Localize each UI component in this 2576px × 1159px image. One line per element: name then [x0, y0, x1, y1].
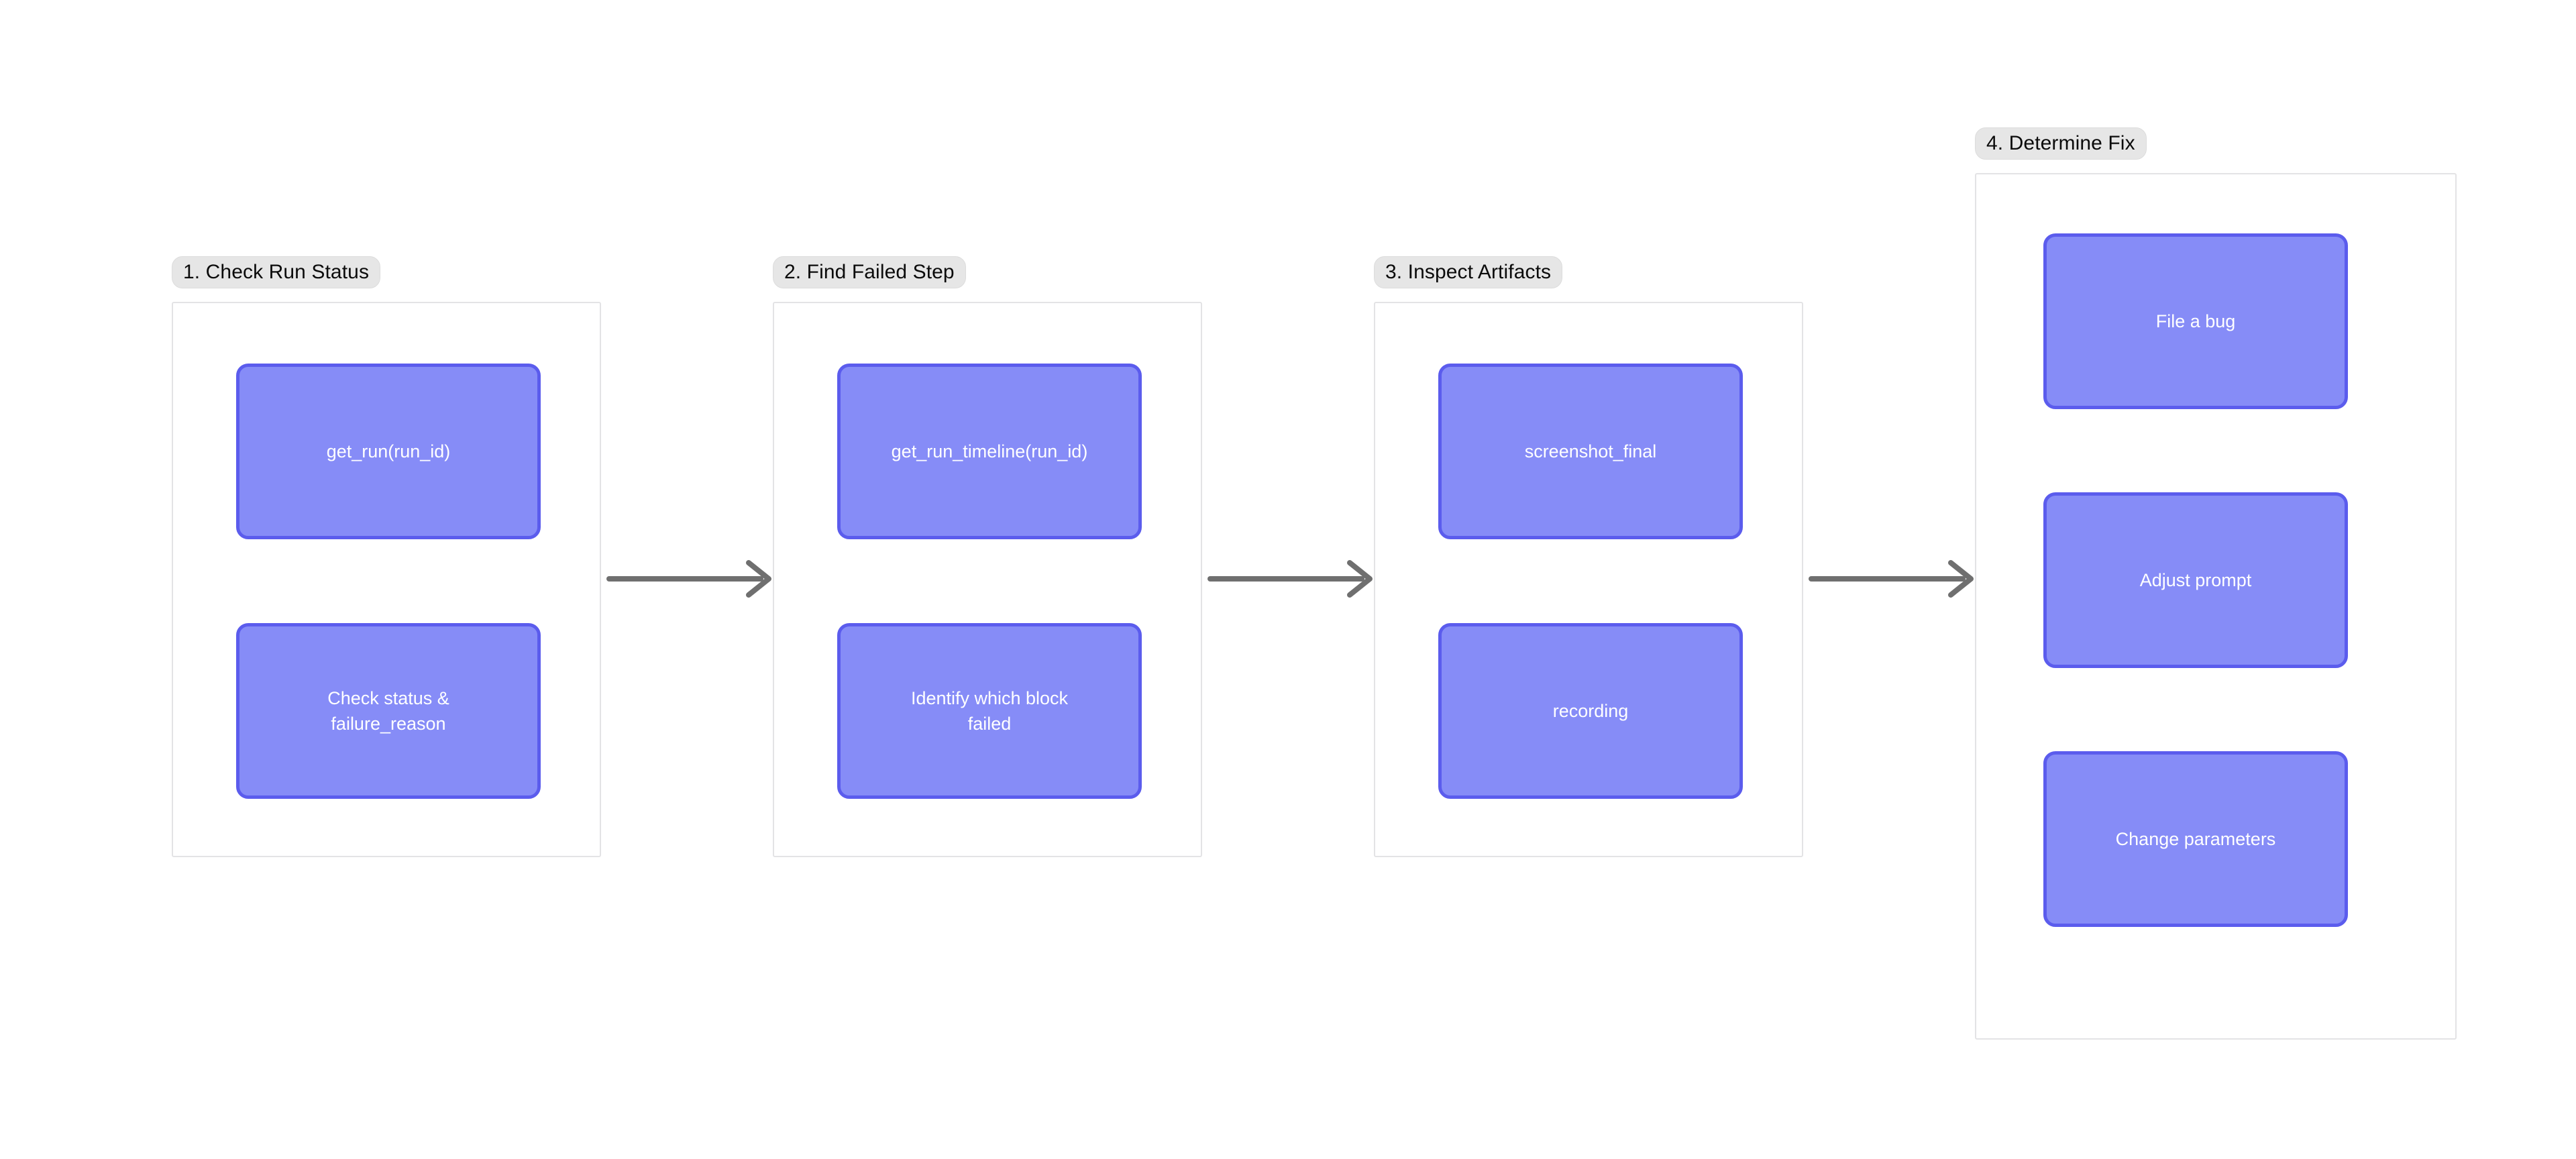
node-screenshot-final[interactable]: screenshot_final: [1438, 364, 1743, 539]
group-container-3: screenshot_final recording: [1374, 302, 1803, 857]
group-label-2-text: 2. Find Failed Step: [784, 261, 955, 283]
arrow-group3-to-group4: [1809, 559, 1975, 599]
node-check-status-label: Check status & failure_reason: [327, 687, 449, 734]
node-get-run-label: get_run(run_id): [326, 441, 451, 461]
group-label-1-text: 1. Check Run Status: [183, 261, 370, 283]
group-label-4: 4. Determine Fix: [1975, 127, 2147, 160]
node-identify-block-label: Identify which block failed: [910, 687, 1069, 734]
node-file-a-bug-label: File a bug: [2155, 311, 2236, 331]
group-label-3-text: 3. Inspect Artifacts: [1385, 261, 1552, 283]
node-get-run[interactable]: get_run(run_id): [236, 364, 541, 539]
group-container-2: get_run_timeline(run_id) Identify which …: [773, 302, 1202, 857]
group-container-4: File a bug Adjust prompt Change paramete…: [1975, 173, 2457, 1040]
node-change-parameters[interactable]: Change parameters: [2043, 751, 2348, 927]
node-adjust-prompt-label: Adjust prompt: [2139, 569, 2252, 590]
group-container-1: get_run(run_id) Check status & failure_r…: [172, 302, 601, 857]
node-recording-label: recording: [1552, 700, 1629, 721]
arrow-group2-to-group3: [1208, 559, 1374, 599]
arrow-group1-to-group2: [606, 559, 773, 599]
node-get-run-timeline[interactable]: get_run_timeline(run_id): [837, 364, 1142, 539]
node-adjust-prompt[interactable]: Adjust prompt: [2043, 492, 2348, 668]
group-label-1: 1. Check Run Status: [172, 256, 381, 288]
node-check-status[interactable]: Check status & failure_reason: [236, 623, 541, 799]
node-file-a-bug[interactable]: File a bug: [2043, 233, 2348, 409]
group-label-3: 3. Inspect Artifacts: [1374, 256, 1563, 288]
node-change-parameters-label: Change parameters: [2115, 828, 2276, 849]
node-screenshot-final-label: screenshot_final: [1524, 441, 1657, 461]
node-recording[interactable]: recording: [1438, 623, 1743, 799]
node-get-run-timeline-label: get_run_timeline(run_id): [891, 441, 1088, 461]
group-label-4-text: 4. Determine Fix: [1986, 132, 2135, 154]
node-identify-block[interactable]: Identify which block failed: [837, 623, 1142, 799]
group-label-2: 2. Find Failed Step: [773, 256, 966, 288]
